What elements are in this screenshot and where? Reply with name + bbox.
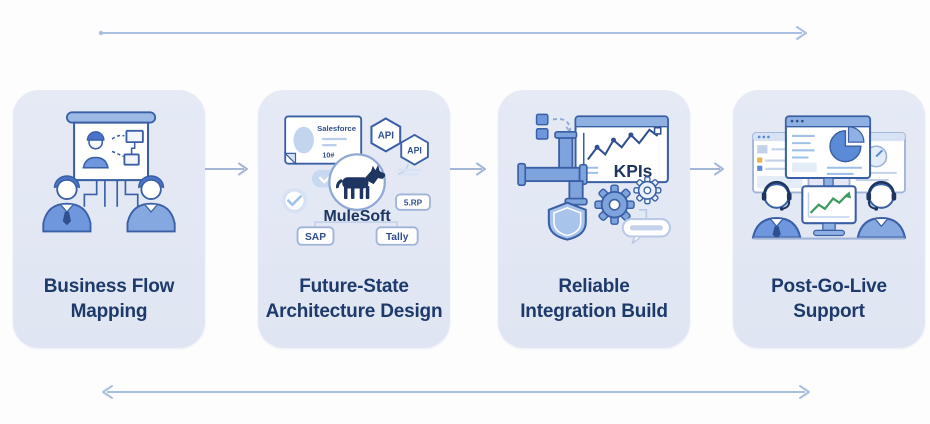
step-card-post-go-live-support: Post-Go-Live Support [733,90,925,348]
integration-pipeline-icon: KPIs [517,113,671,245]
step-card-business-flow-mapping: Business Flow Mapping [13,90,205,348]
step-title-line1: Post-Go-Live [771,275,887,297]
document-figure-icon [293,126,314,154]
api-label-2: API [407,145,422,155]
api-label-1: API [378,131,395,142]
feedback-double-arrow [102,385,810,399]
api-hexagon-icon [370,117,402,153]
document-code-label: 10# [322,151,334,159]
workshop-whiteboard-icon [42,111,176,233]
checkmark-circle-icon [281,188,308,214]
erp-badge [395,193,431,211]
step-title-line2: Support [793,300,865,322]
erp-badge-label: 5.RP [404,199,423,208]
main-dashboard-window-icon [784,115,872,180]
support-agent-icon [751,180,802,239]
step-title-line2: Mapping [70,300,148,322]
kpis-label: KPIs [614,161,653,181]
sap-badge [296,226,335,246]
sap-badge-label: SAP [305,232,326,243]
pie-chart-icon [829,130,862,163]
step-title-reliable-integration: Reliable Integration Build [498,274,690,324]
mulesoft-architecture-icon: Salesforce 10# API API [281,115,431,246]
step-title-future-state-architecture: Future-State Architecture Design [258,274,450,324]
support-dashboards-icon [751,115,907,240]
step-title-post-go-live-support: Post-Go-Live Support [733,274,925,324]
step-card-reliable-integration: KPIs [498,90,690,348]
step-title-line1: Business Flow [43,275,175,297]
step-card-future-state-architecture: Salesforce 10# API API [258,90,450,348]
small-gear-icon [633,176,662,205]
trend-monitor-icon [801,185,857,237]
tally-badge [375,226,419,246]
step-title-line1: Reliable [558,275,630,297]
step-title-line2: Integration Build [520,300,668,322]
salesforce-label: Salesforce [317,124,357,133]
api-hexagon-icon [400,133,429,166]
support-agent-icon [856,180,907,239]
step-title-business-flow-mapping: Business Flow Mapping [13,274,205,324]
mulesoft-label: MuleSoft [324,208,392,225]
kpi-trend-line [587,128,659,161]
step-title-line1: Future-State [299,275,409,297]
step-title-line2: Architecture Design [265,300,443,322]
document-fold-icon [283,152,297,166]
tally-badge-label: Tally [386,232,409,243]
gear-icon [594,184,635,225]
process-forward-arrow [98,26,807,40]
step-connector-arrow-1 [204,162,248,176]
mule-silhouette-icon [336,164,386,200]
